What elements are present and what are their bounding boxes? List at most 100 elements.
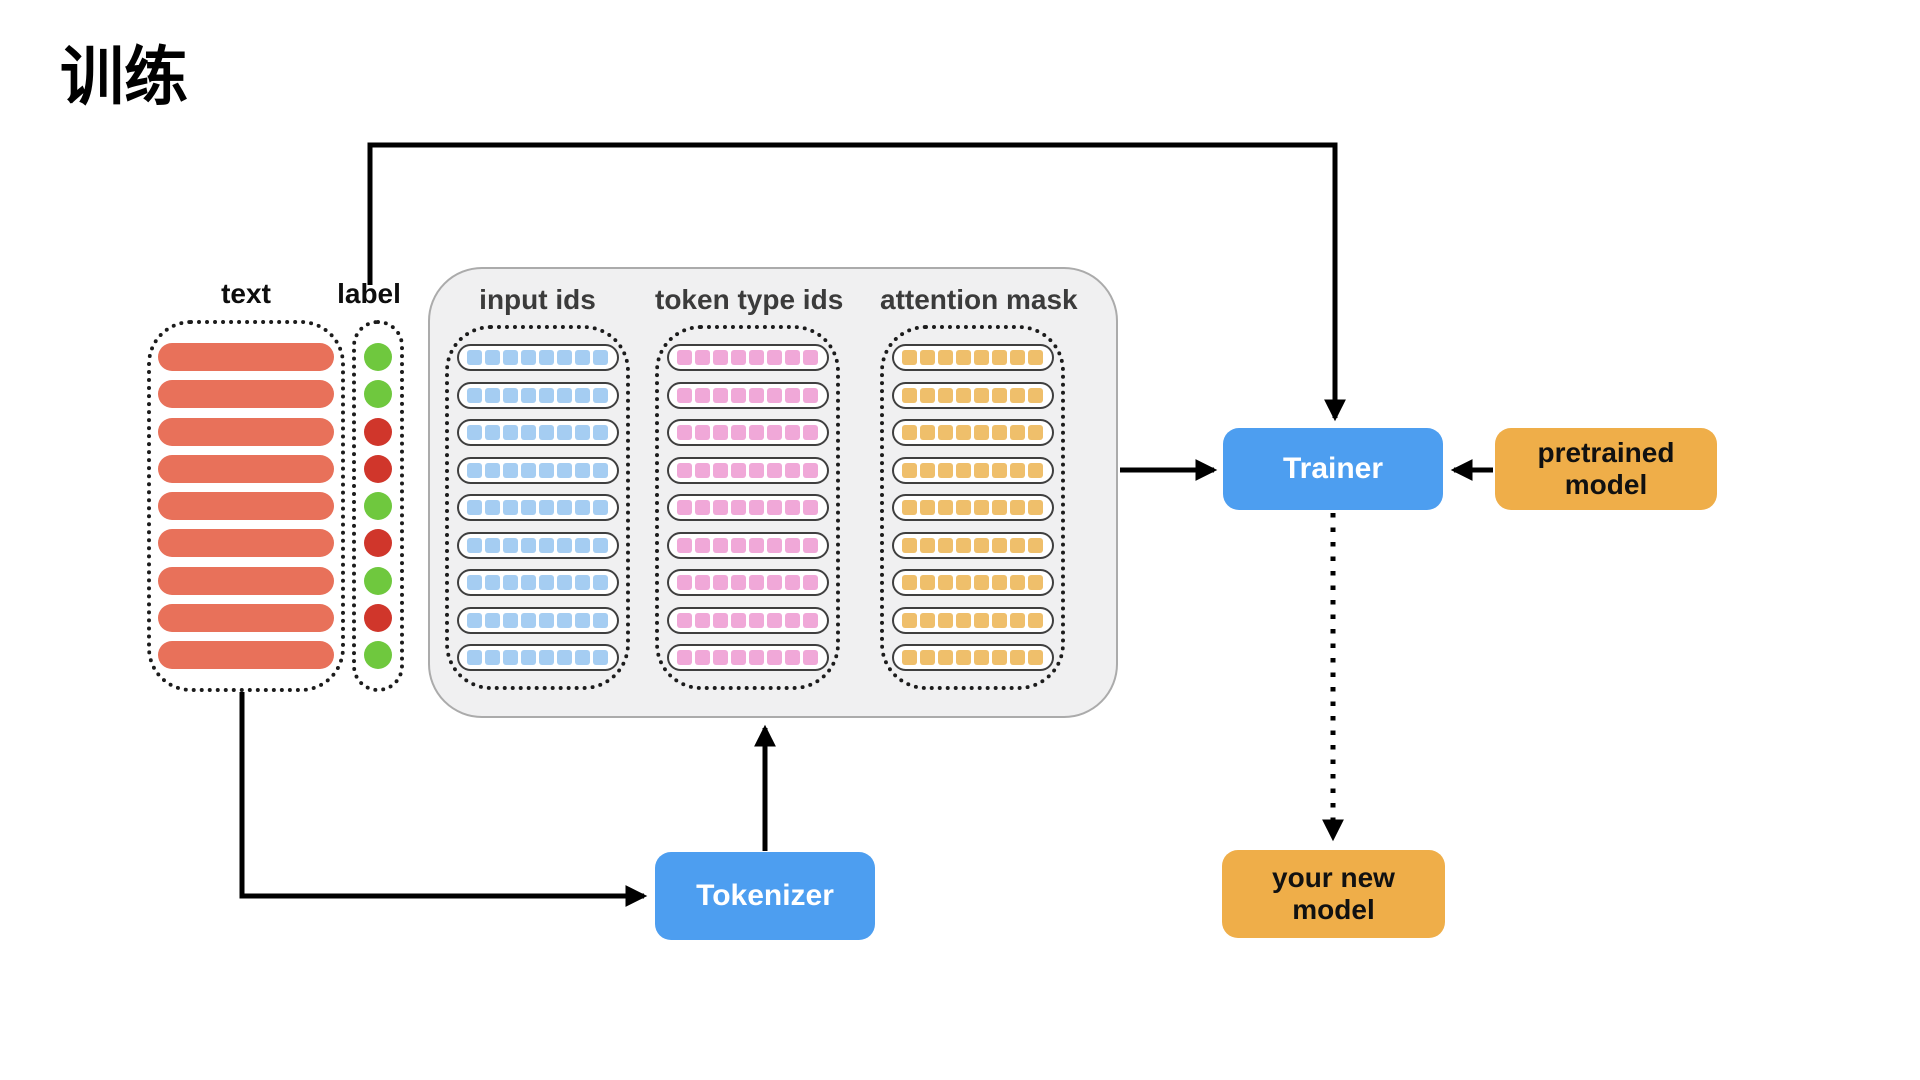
token-cell bbox=[992, 500, 1007, 515]
token-cell bbox=[593, 612, 608, 628]
label-dot-red bbox=[364, 454, 392, 483]
label-column-header: label bbox=[337, 278, 401, 309]
token-cell bbox=[938, 350, 953, 365]
token-cell bbox=[974, 537, 989, 553]
token-cell bbox=[803, 537, 818, 553]
token-cell bbox=[767, 650, 782, 665]
label-dot-green bbox=[364, 641, 392, 669]
token-cell bbox=[956, 575, 971, 590]
token-cell bbox=[749, 500, 764, 515]
token-cell bbox=[539, 350, 554, 365]
token-cell bbox=[785, 500, 800, 515]
token-cell bbox=[1010, 350, 1025, 365]
token-cell bbox=[557, 537, 572, 553]
token-cell bbox=[803, 612, 818, 628]
token-cell bbox=[974, 612, 989, 628]
token-cell bbox=[956, 612, 971, 628]
token-cell bbox=[1028, 425, 1043, 440]
token-cell bbox=[803, 350, 818, 365]
token-cell bbox=[503, 425, 518, 440]
tokenizer-node: Tokenizer bbox=[655, 852, 875, 940]
token-cell bbox=[1028, 650, 1043, 665]
token-cell bbox=[749, 387, 764, 403]
token-cell bbox=[902, 500, 917, 515]
token-cell bbox=[467, 612, 482, 628]
token-row-pill bbox=[456, 606, 619, 634]
token-cell bbox=[485, 425, 500, 440]
token-cell bbox=[695, 612, 710, 628]
pretrained-model-label: pretrained model bbox=[1537, 436, 1675, 500]
text-row-bar bbox=[158, 566, 334, 595]
token-cell bbox=[575, 425, 590, 440]
token-row-pill bbox=[666, 606, 829, 634]
attention-mask-header: attention mask bbox=[880, 284, 1078, 315]
token-cell bbox=[593, 575, 608, 590]
label-dot-green bbox=[364, 492, 392, 520]
token-cell bbox=[713, 350, 728, 365]
token-cell bbox=[956, 425, 971, 440]
token-cell bbox=[503, 350, 518, 365]
token-cell bbox=[1010, 650, 1025, 665]
token-cell bbox=[920, 425, 935, 440]
token-cell bbox=[902, 462, 917, 478]
token-cell bbox=[485, 462, 500, 478]
text-row-bar bbox=[158, 417, 334, 446]
token-cell bbox=[593, 650, 608, 665]
token-cell bbox=[1028, 612, 1043, 628]
token-cell bbox=[713, 612, 728, 628]
token-cell bbox=[575, 612, 590, 628]
token-cell bbox=[938, 387, 953, 403]
token-cell bbox=[974, 575, 989, 590]
token-cell bbox=[731, 575, 746, 590]
text-row-bar bbox=[158, 529, 334, 558]
token-cell bbox=[992, 387, 1007, 403]
label-dot-red bbox=[364, 603, 392, 632]
feature-column-input-ids bbox=[445, 325, 630, 690]
token-row-pill bbox=[666, 569, 829, 596]
label-dot-red bbox=[364, 417, 392, 446]
token-cell bbox=[539, 500, 554, 515]
token-cell bbox=[920, 537, 935, 553]
token-cell bbox=[767, 500, 782, 515]
token-cell bbox=[695, 650, 710, 665]
token-cell bbox=[521, 500, 536, 515]
token-cell bbox=[974, 500, 989, 515]
token-cell bbox=[485, 500, 500, 515]
token-cell bbox=[1028, 387, 1043, 403]
token-cell bbox=[920, 612, 935, 628]
token-cell bbox=[557, 425, 572, 440]
token-cell bbox=[803, 425, 818, 440]
token-cell bbox=[749, 650, 764, 665]
token-cell bbox=[803, 387, 818, 403]
token-cell bbox=[521, 537, 536, 553]
token-cell bbox=[575, 575, 590, 590]
text-row-bar bbox=[158, 454, 334, 483]
token-cell bbox=[539, 537, 554, 553]
token-cell bbox=[557, 612, 572, 628]
token-cell bbox=[503, 537, 518, 553]
token-cell bbox=[938, 500, 953, 515]
token-cell bbox=[467, 425, 482, 440]
token-cell bbox=[731, 387, 746, 403]
token-cell bbox=[695, 425, 710, 440]
token-cell bbox=[467, 650, 482, 665]
token-cell bbox=[467, 500, 482, 515]
token-cell bbox=[713, 425, 728, 440]
page-title: 训练 bbox=[60, 41, 188, 115]
token-row-pill bbox=[456, 644, 619, 671]
token-row-pill bbox=[666, 531, 829, 559]
token-cell bbox=[677, 425, 692, 440]
token-cell bbox=[902, 612, 917, 628]
token-cell bbox=[695, 350, 710, 365]
token-cell bbox=[956, 387, 971, 403]
token-cell bbox=[575, 537, 590, 553]
token-cell bbox=[1010, 387, 1025, 403]
token-cell bbox=[593, 387, 608, 403]
token-cell bbox=[785, 575, 800, 590]
token-cell bbox=[767, 537, 782, 553]
token-row-pill bbox=[891, 419, 1054, 446]
token-cell bbox=[938, 462, 953, 478]
token-cell bbox=[539, 387, 554, 403]
token-cell bbox=[593, 425, 608, 440]
token-cell bbox=[920, 462, 935, 478]
